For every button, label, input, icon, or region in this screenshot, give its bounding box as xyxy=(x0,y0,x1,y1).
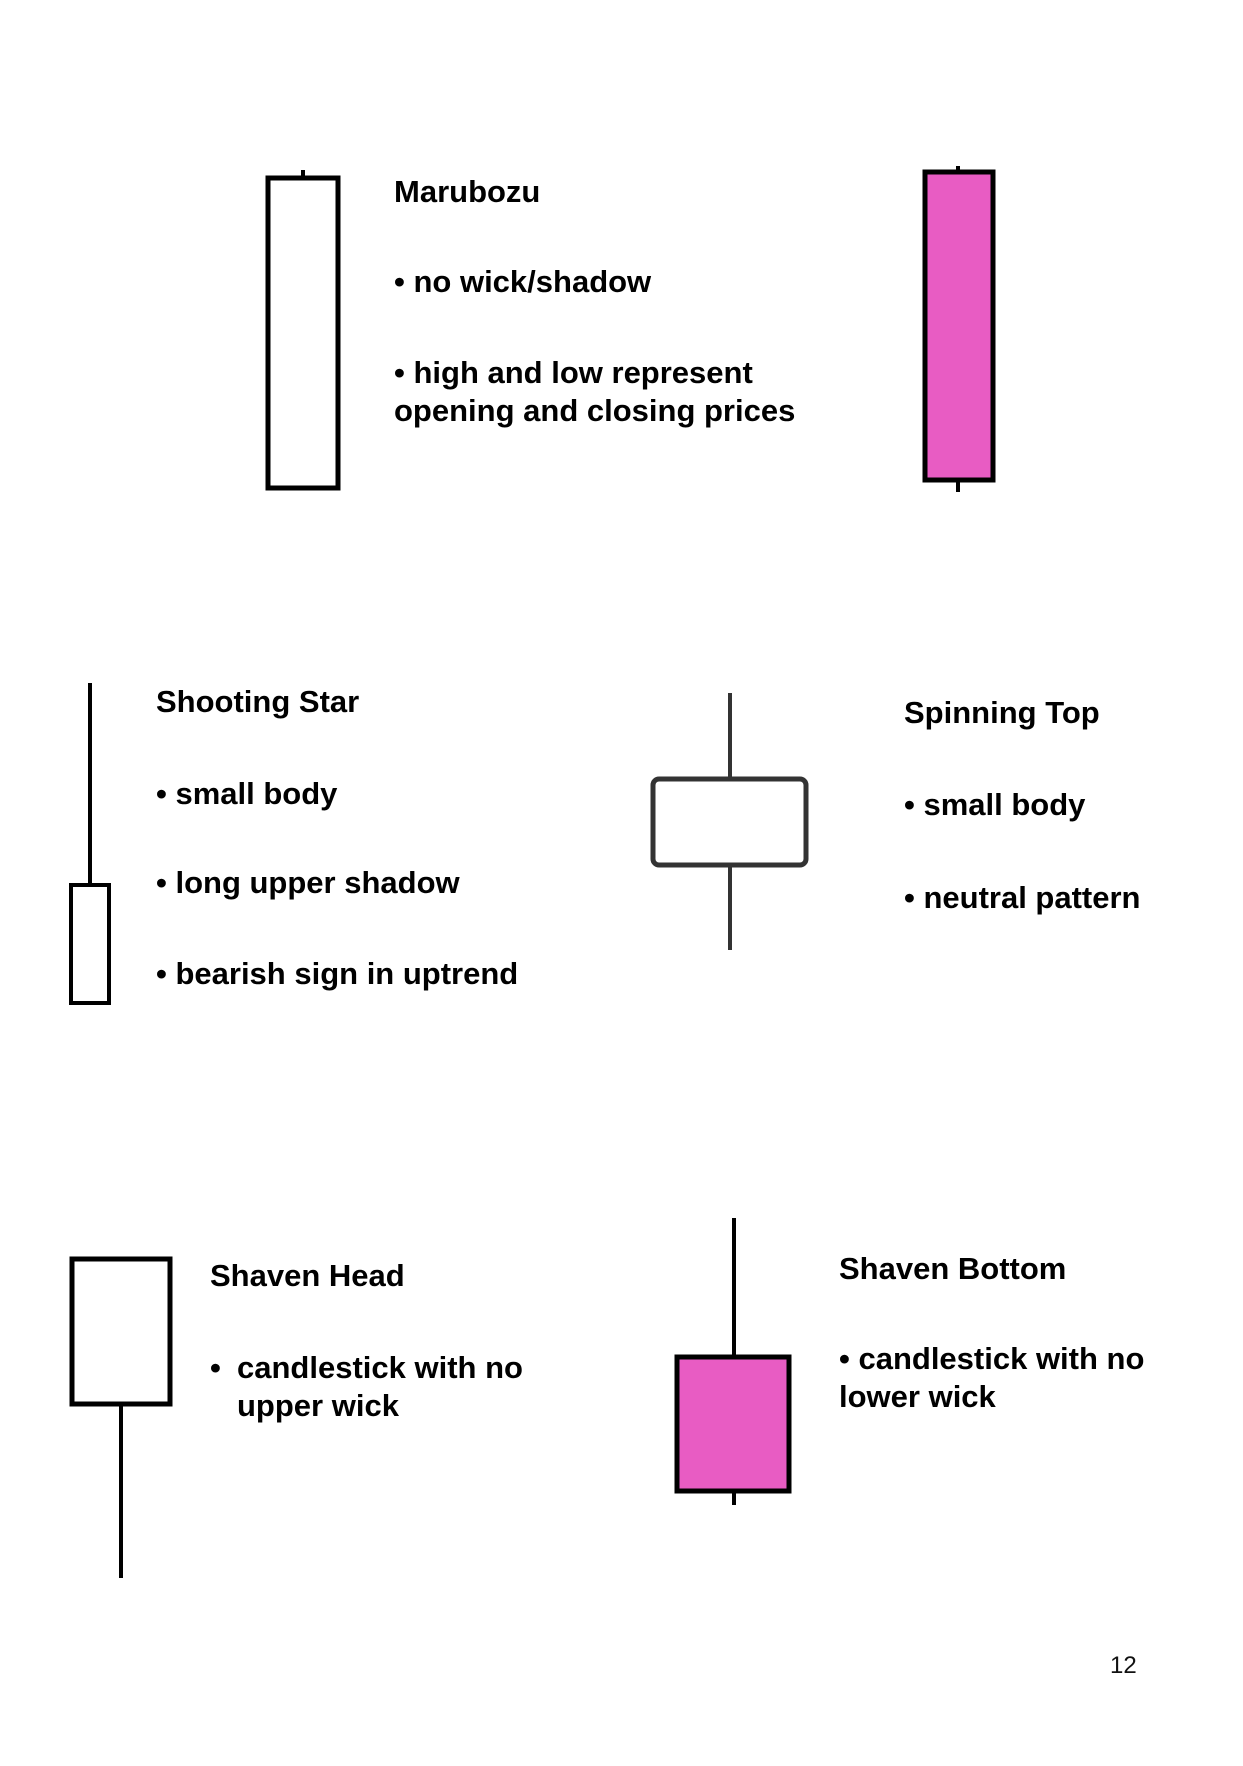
marubozu-pink-body xyxy=(922,169,996,483)
shooting-star-bullet-3: • bearish sign in uptrend xyxy=(156,956,519,991)
shaven-head-bullet-1-line-2: upper wick xyxy=(237,1388,399,1423)
marubozu-bullet-2-line-1: • high and low represent xyxy=(394,355,753,390)
shaven-head-body xyxy=(69,1256,173,1407)
shaven-head-bullet-1-line-1: candlestick with no xyxy=(237,1350,523,1385)
shaven-bottom-bullet-1-line-1: • candlestick with no xyxy=(839,1341,1145,1376)
spinning-top-body xyxy=(650,776,809,868)
shooting-star-bullet-2: • long upper shadow xyxy=(156,865,460,900)
marubozu-title: Marubozu xyxy=(394,174,541,209)
shooting-star-title: Shooting Star xyxy=(156,684,360,719)
marubozu-pink-candle xyxy=(922,166,996,492)
shooting-star-candle xyxy=(69,683,111,1005)
page-number: 12 xyxy=(1110,1652,1137,1679)
spinning-top-title: Spinning Top xyxy=(904,695,1100,730)
shooting-star-body xyxy=(69,883,111,1005)
shooting-star-bullet-1: • small body xyxy=(156,776,338,811)
marubozu-bullet-2-line-2: opening and closing prices xyxy=(394,393,796,428)
shaven-head-title: Shaven Head xyxy=(210,1258,405,1293)
shaven-bottom-bullet-1-line-2: lower wick xyxy=(839,1379,996,1414)
shaven-bottom-body xyxy=(674,1354,792,1494)
spinning-top-bullet-2: • neutral pattern xyxy=(904,880,1141,915)
spinning-top-bullet-1: • small body xyxy=(904,787,1086,822)
spinning-top-candle xyxy=(650,693,809,950)
shaven-bottom-title: Shaven Bottom xyxy=(839,1251,1067,1286)
marubozu-bullet-1: • no wick/shadow xyxy=(394,264,652,299)
marubozu-white-body xyxy=(265,175,341,491)
shaven-bottom-candle xyxy=(674,1218,792,1505)
marubozu-white-candle xyxy=(265,170,341,491)
shaven-head-candle xyxy=(69,1256,173,1578)
shaven-head-bullet-marker: • xyxy=(210,1350,221,1385)
